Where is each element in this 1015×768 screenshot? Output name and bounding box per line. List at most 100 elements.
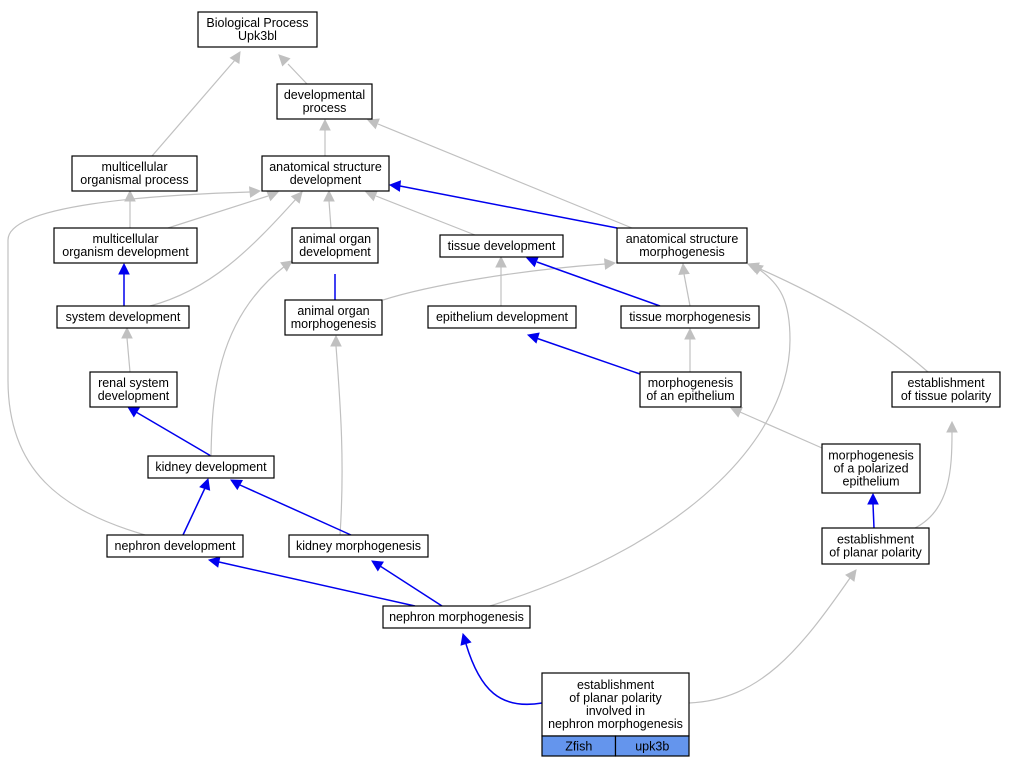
edge-arrowhead <box>207 556 221 568</box>
node-label-line: tissue development <box>448 239 556 253</box>
node-label-line: of planar polarity <box>829 546 922 560</box>
node-box <box>284 299 383 336</box>
go-term-node-nephron-development[interactable]: nephron development <box>106 534 244 558</box>
is-a-edge <box>683 273 691 307</box>
node-box <box>288 534 429 558</box>
node-label-line: morphogenesis <box>291 317 376 331</box>
node-label-line: Biological Process <box>206 16 308 30</box>
is-a-edge <box>149 198 297 307</box>
edge-arrowhead <box>366 118 380 130</box>
node-label-line: establishment <box>837 533 915 547</box>
node-label-line: organismal process <box>80 173 188 187</box>
edge-arrowhead <box>946 420 958 433</box>
edge-arrowhead <box>323 189 335 202</box>
is-a-edge <box>7 191 251 536</box>
edge-arrowhead <box>525 256 539 268</box>
is-a-edge <box>375 195 476 236</box>
edge-arrowhead <box>495 255 507 268</box>
edge-arrowhead <box>230 479 243 491</box>
part-of-edge <box>399 185 618 229</box>
node-label-line: of tissue polarity <box>901 389 992 403</box>
edge-arrowhead <box>319 118 331 131</box>
node-label-line: morphogenesis <box>828 449 913 463</box>
go-term-node-nephron-morphogenesis[interactable]: nephron morphogenesis <box>382 605 531 629</box>
node-label-line: nephron morphogenesis <box>548 717 683 731</box>
edge-arrowhead <box>199 477 211 491</box>
edge-arrowhead <box>280 260 293 272</box>
is-a-edge <box>739 411 823 449</box>
is-a-edge <box>688 577 851 704</box>
node-label-line: multicellular <box>102 160 168 174</box>
node-label-line: epithelium <box>843 475 900 489</box>
node-box <box>616 227 748 264</box>
node-label-line: anatomical structure <box>269 160 382 174</box>
go-term-node-tissue-development[interactable]: tissue development <box>439 234 564 258</box>
node-box <box>821 443 921 494</box>
go-term-node-tissue-morphogenesis[interactable]: tissue morphogenesis <box>620 305 760 329</box>
go-term-node-epithelium-development[interactable]: epithelium development <box>427 305 577 329</box>
edge-arrowhead <box>845 569 857 582</box>
node-box <box>53 227 198 264</box>
node-box <box>821 527 930 565</box>
is-a-edge <box>210 265 286 457</box>
node-label-line: tissue morphogenesis <box>629 310 751 324</box>
edge-arrowhead <box>118 262 130 275</box>
edge-arrowhead <box>388 180 402 192</box>
node-label-line: epithelium development <box>436 310 569 324</box>
part-of-edge <box>379 565 443 607</box>
node-label-line: kidney development <box>155 460 267 474</box>
node-label-line: Upk3bl <box>238 29 277 43</box>
species-cell[interactable]: Zfish <box>541 735 617 757</box>
part-of-edge <box>536 261 661 307</box>
node-box <box>541 672 690 737</box>
node-label-line: of an epithelium <box>646 389 734 403</box>
node-box <box>56 305 190 329</box>
edge-arrowhead <box>460 632 472 646</box>
edge-arrowhead <box>121 326 133 339</box>
is-a-edge <box>377 123 633 229</box>
node-label-line: developmental <box>284 88 365 102</box>
part-of-edge <box>182 487 206 536</box>
go-term-node-system-development[interactable]: system development <box>56 305 190 329</box>
node-label-line: involved in <box>586 704 645 718</box>
edge-arrowhead <box>371 560 384 572</box>
node-label-line: morphogenesis <box>648 376 733 390</box>
node-label-line: renal system <box>98 376 169 390</box>
edge-arrowhead <box>684 327 696 340</box>
gene-cell[interactable]: upk3b <box>614 735 690 757</box>
node-label-line: multicellular <box>93 232 159 246</box>
edge-arrowhead <box>678 262 690 276</box>
is-a-edge <box>167 195 269 229</box>
edge-arrowhead <box>364 190 378 202</box>
is-a-edge <box>382 263 606 301</box>
go-term-node-kidney-development[interactable]: kidney development <box>147 455 275 479</box>
go-term-node-kidney-morphogenesis[interactable]: kidney morphogenesis <box>288 534 429 558</box>
node-box <box>147 455 275 479</box>
part-of-edge <box>135 411 212 457</box>
node-label-line: development <box>290 173 362 187</box>
edge-arrowhead <box>751 263 764 275</box>
edge-arrowhead <box>248 186 262 198</box>
is-a-edge <box>757 267 929 373</box>
node-box <box>620 305 760 329</box>
edge-arrowhead <box>278 54 291 67</box>
node-box <box>382 605 531 629</box>
edge-arrowhead <box>867 492 879 505</box>
node-box <box>427 305 577 329</box>
node-box <box>89 371 178 408</box>
node-label-line: nephron morphogenesis <box>389 610 524 624</box>
